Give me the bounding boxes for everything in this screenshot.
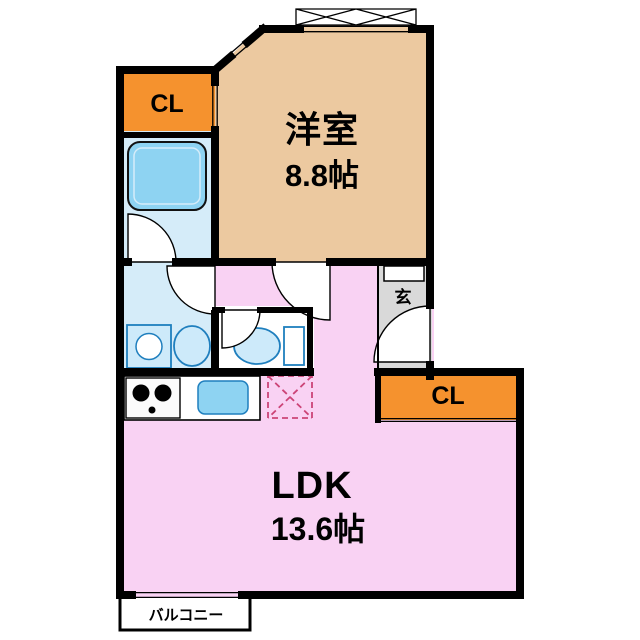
kitchen-sink-icon xyxy=(197,380,249,415)
door-swing-icon-entrance xyxy=(373,305,431,363)
stove-burner-small-icon xyxy=(148,406,156,414)
wall-outline-thick xyxy=(116,23,524,599)
vanity-sink-icon xyxy=(173,325,211,367)
door-swing-icon-washroom xyxy=(166,265,216,315)
wall-interior-thin xyxy=(117,132,381,423)
balcony-floor xyxy=(118,597,248,629)
balcony-railing-icon xyxy=(295,8,417,26)
western-room-size: 8.8帖 xyxy=(285,158,359,193)
closet-top-left-label: CL xyxy=(150,90,183,118)
entrance-label: 玄 xyxy=(395,287,412,307)
door-swing-icon-bathroom xyxy=(127,213,177,263)
shoe-cabinet-icon xyxy=(383,265,425,282)
toilet-tank-icon xyxy=(283,326,305,366)
room-western-floor xyxy=(211,25,434,266)
balcony-wall xyxy=(118,599,252,632)
stove-burner-icon xyxy=(132,384,150,402)
balcony-label: バルコニー xyxy=(149,607,224,624)
closet-top-left-floor xyxy=(116,66,215,137)
window-icon-lines xyxy=(132,25,516,599)
western-room-label: 洋室 xyxy=(285,109,359,150)
door-swing-icon-western xyxy=(271,261,331,321)
bathtub-icon xyxy=(127,141,207,211)
stove-burner-icon xyxy=(154,384,172,402)
door-swing-icon-toilet xyxy=(221,309,261,349)
ldk-size: 13.6帖 xyxy=(271,511,365,547)
closet-right-floor xyxy=(375,368,524,420)
washing-machine-drum-icon xyxy=(135,332,163,361)
closet-right-label: CL xyxy=(431,382,464,410)
ldk-label: LDK xyxy=(271,465,352,507)
bathtub-rim-icon xyxy=(133,147,201,205)
